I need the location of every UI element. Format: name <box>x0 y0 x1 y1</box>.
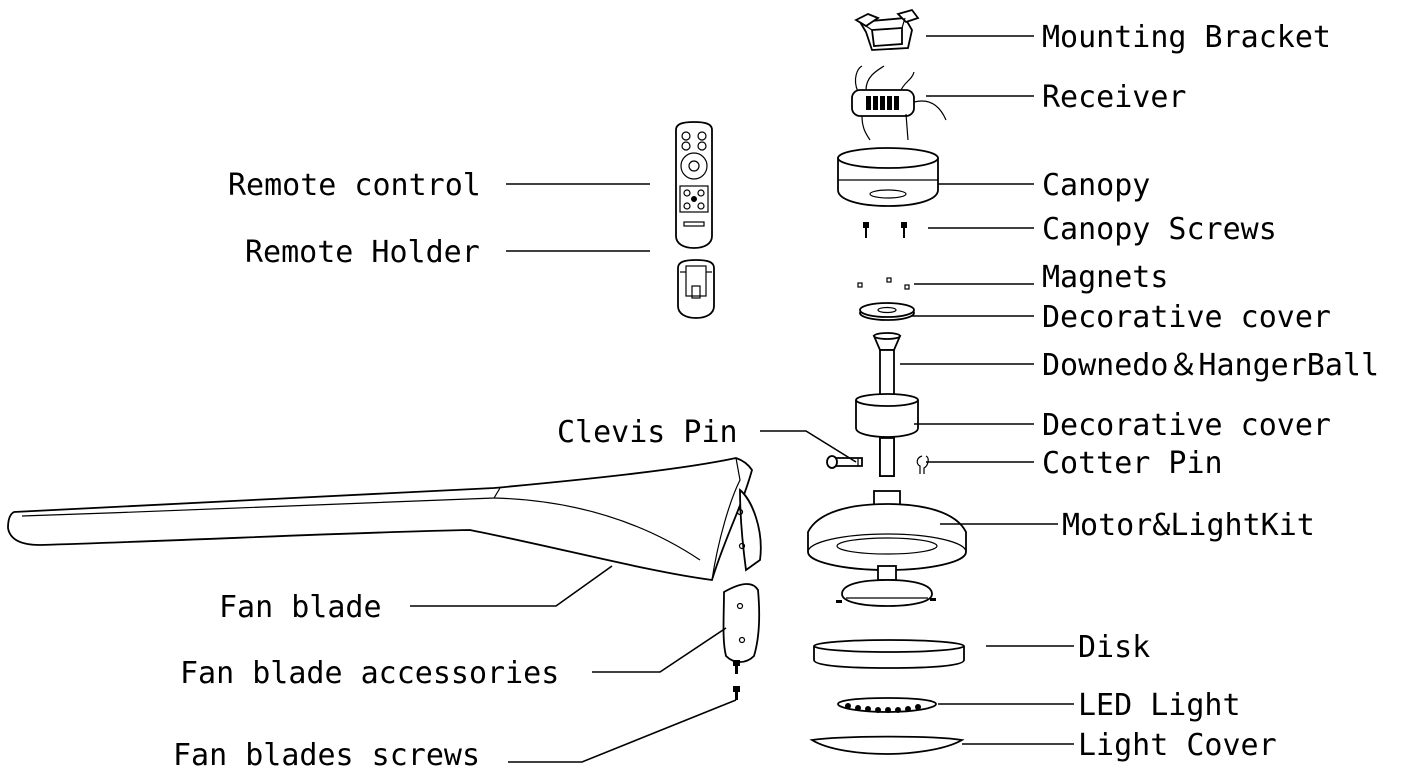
clevis-pin-drawing <box>826 455 863 469</box>
motor-light-kit-drawing <box>807 490 967 607</box>
fan-blade-screws-drawing <box>733 660 740 700</box>
fan-blade-drawing <box>7 457 762 581</box>
label-mounting-bracket: Mounting Bracket <box>1042 20 1331 55</box>
label-cotter-pin: Cotter Pin <box>1042 446 1223 481</box>
decorative-cover-bottom-drawing <box>855 393 919 477</box>
magnets-drawing <box>857 277 910 290</box>
label-decorative-cover-bottom: Decorative cover <box>1042 408 1331 443</box>
cotter-pin-drawing <box>916 455 929 474</box>
fan-blade-accessories-drawing <box>722 583 761 663</box>
label-led-light: LED Light <box>1078 688 1241 723</box>
label-canopy-screws: Canopy Screws <box>1042 212 1277 247</box>
label-disk: Disk <box>1078 630 1150 665</box>
disk-drawing <box>813 639 965 669</box>
label-receiver: Receiver <box>1042 80 1187 115</box>
remote-control-drawing <box>675 121 713 249</box>
light-cover-drawing <box>809 735 965 755</box>
label-light-cover: Light Cover <box>1078 728 1277 763</box>
label-remote-control: Remote control <box>228 168 481 203</box>
label-fan-blade: Fan blade <box>219 590 382 625</box>
led-light-drawing <box>837 697 937 713</box>
label-downrod-hanger-ball: Downedo＆HangerBall <box>1042 348 1379 383</box>
decorative-cover-top-drawing <box>859 302 915 321</box>
label-fan-blades-screws: Fan blades screws <box>173 738 480 769</box>
label-decorative-cover-top: Decorative cover <box>1042 300 1331 335</box>
label-magnets: Magnets <box>1042 260 1168 295</box>
label-remote-holder: Remote Holder <box>245 235 480 270</box>
receiver-drawing <box>851 65 947 141</box>
label-canopy: Canopy <box>1042 168 1150 203</box>
mounting-bracket-drawing <box>854 8 920 51</box>
canopy-screws-drawing <box>863 222 907 238</box>
canopy-drawing <box>837 147 939 207</box>
label-fan-blade-accessories: Fan blade accessories <box>180 656 559 691</box>
leader-lines <box>410 35 1074 763</box>
label-clevis-pin: Clevis Pin <box>557 415 738 450</box>
remote-holder-drawing <box>677 259 715 319</box>
label-motor-light-kit: Motor&LightKit <box>1062 508 1315 543</box>
part-labels: Mounting Bracket Receiver Canopy Canopy … <box>173 20 1379 769</box>
